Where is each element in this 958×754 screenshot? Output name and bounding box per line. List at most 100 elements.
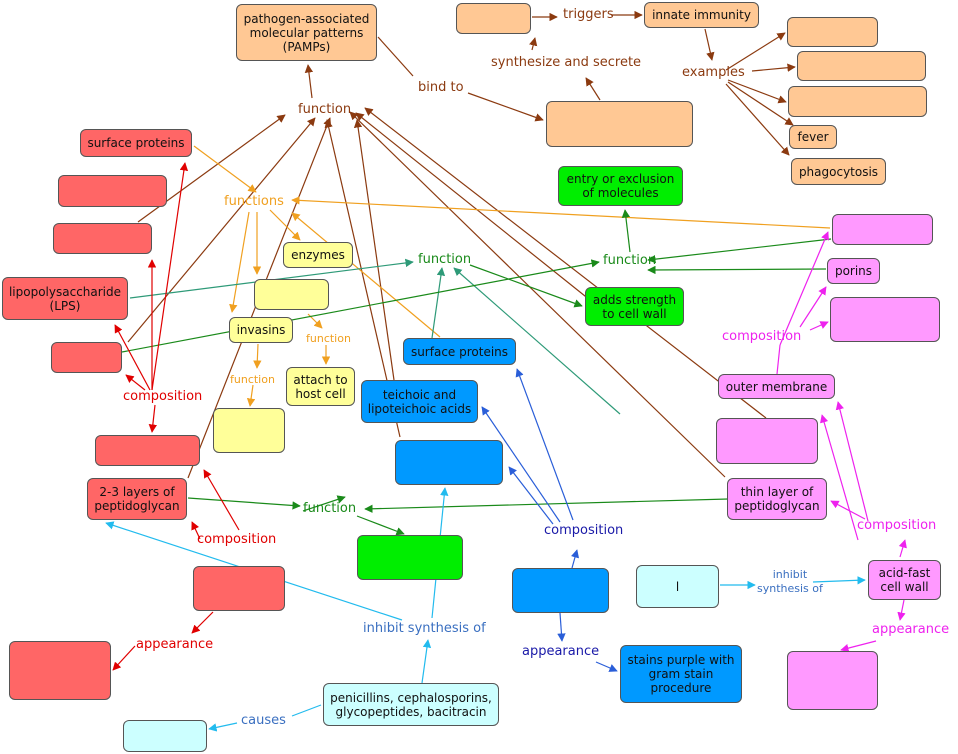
connector-70: [421, 639, 432, 684]
connector-24: [229, 211, 250, 313]
label-appearance-red: appearance: [136, 637, 214, 652]
connector-2: [704, 28, 715, 61]
connector-37: [647, 265, 827, 275]
connector-19: [349, 111, 726, 478]
yellow-blank-1[interactable]: [254, 279, 329, 310]
pink-blank-2[interactable]: [830, 297, 940, 342]
pink-blank-1[interactable]: [832, 214, 933, 245]
green-blank[interactable]: [357, 535, 463, 580]
entry-exclusion-node[interactable]: entry or exclusion of molecules: [558, 166, 683, 206]
pink-blank-4[interactable]: [787, 651, 878, 710]
connector-63: [830, 500, 866, 520]
red-blank-2[interactable]: [53, 223, 152, 254]
connector-40: [302, 495, 346, 512]
connector-72: [812, 576, 866, 585]
attach-host-node[interactable]: attach to host cell: [286, 367, 355, 406]
peptidoglycan-23-node[interactable]: 2-3 layers of peptidoglycan: [87, 478, 187, 520]
penicillins-node[interactable]: penicillins, cephalosporins, glycopeptid…: [323, 683, 499, 726]
orange-example-blank-3[interactable]: [788, 86, 927, 117]
surface-proteins-red-node[interactable]: surface proteins: [80, 129, 192, 157]
connector-27: [253, 343, 262, 369]
connector-43: [151, 162, 189, 391]
label-function-orange-1: function: [306, 332, 351, 345]
connector-32: [431, 267, 446, 339]
connector-42: [364, 498, 729, 513]
pink-blank-3[interactable]: [716, 418, 818, 464]
red-blank-1[interactable]: [58, 175, 167, 207]
label-appearance-pink: appearance: [872, 622, 950, 637]
label-examples: examples: [682, 65, 745, 80]
connector-59: [779, 231, 829, 346]
blue-blank-2[interactable]: [512, 568, 609, 613]
cyan-blank[interactable]: [123, 720, 207, 752]
connector-48: [203, 469, 240, 531]
acid-fast-node[interactable]: acid-fast cell wall: [868, 560, 941, 600]
connector-14: [127, 117, 316, 343]
label-inhibit-synthesis-of: inhibit synthesis of: [363, 621, 486, 636]
label-bind-to: bind to: [418, 80, 464, 95]
label-composition-red-2: composition: [197, 532, 277, 547]
connector-39: [187, 497, 301, 510]
connector-18: [355, 112, 616, 321]
orange-example-blank-2[interactable]: [797, 51, 926, 81]
connector-73: [291, 704, 322, 717]
connector-66: [897, 599, 906, 621]
orange-secreted-blank[interactable]: [546, 101, 693, 147]
thin-peptidoglycan-node[interactable]: thin layer of peptidoglycan: [727, 478, 827, 520]
connector-61: [809, 321, 829, 331]
connector-38: [647, 238, 832, 264]
orange-example-blank-1[interactable]: [787, 17, 878, 47]
label-function-green-right: function: [603, 253, 657, 268]
connector-17: [353, 119, 395, 381]
connector-11: [467, 92, 544, 122]
stains-purple-node[interactable]: stains purple with gram stain procedure: [620, 645, 742, 703]
connector-54: [508, 466, 554, 525]
label-composition-pink-top: composition: [722, 329, 802, 344]
outer-membrane-node[interactable]: outer membrane: [718, 374, 835, 399]
connector-36: [621, 209, 631, 253]
connector-20: [364, 107, 767, 419]
teichoic-node[interactable]: teichoic and lipoteichoic acids: [361, 380, 478, 423]
adds-strength-node[interactable]: adds strength to cell wall: [585, 287, 684, 326]
connector-3: [725, 32, 786, 71]
label-composition-red: composition: [123, 389, 203, 404]
connector-8: [585, 77, 601, 101]
label-function-orange-2: function: [230, 373, 275, 386]
fever-node[interactable]: fever: [789, 125, 837, 149]
yellow-blank-2[interactable]: [213, 408, 285, 453]
connector-62: [820, 414, 859, 541]
connector-60: [799, 286, 827, 328]
connector-49: [191, 521, 201, 540]
connector-65: [898, 539, 907, 558]
enzymes-node[interactable]: enzymes: [283, 242, 353, 268]
cyan-l-node[interactable]: l: [636, 565, 719, 608]
connector-29: [291, 212, 441, 338]
red-blank-4[interactable]: [95, 435, 200, 466]
connector-6: [727, 81, 794, 126]
phagocytosis-node[interactable]: phagocytosis: [791, 158, 886, 185]
connector-33: [453, 267, 621, 415]
connector-55: [570, 549, 580, 569]
red-blank-3[interactable]: [51, 342, 122, 373]
porins-node[interactable]: porins: [827, 258, 880, 284]
innate-immunity-node[interactable]: innate immunity: [644, 2, 759, 28]
red-blank-6[interactable]: [9, 641, 111, 700]
pamps-node[interactable]: pathogen-associated molecular patterns (…: [236, 4, 377, 61]
connector-50: [191, 611, 214, 634]
connector-10: [377, 36, 414, 77]
red-blank-5[interactable]: [193, 566, 285, 611]
label-causes: causes: [241, 713, 286, 728]
connector-52: [515, 368, 574, 521]
blue-blank-1[interactable]: [395, 440, 503, 485]
connector-45: [114, 324, 151, 391]
lps-node[interactable]: lipopolysaccharide (LPS): [2, 277, 128, 320]
orange-blank-top[interactable]: [456, 3, 531, 34]
label-composition-pink: composition: [857, 518, 937, 533]
label-inhibit-synthesis-of-small: inhibit synthesis of: [757, 568, 823, 595]
connector-41: [356, 515, 405, 536]
label-function-top: function: [298, 102, 352, 117]
invasins-node[interactable]: invasins: [229, 317, 293, 343]
surface-proteins-blue-node[interactable]: surface proteins: [403, 338, 516, 365]
connector-7: [725, 83, 790, 156]
